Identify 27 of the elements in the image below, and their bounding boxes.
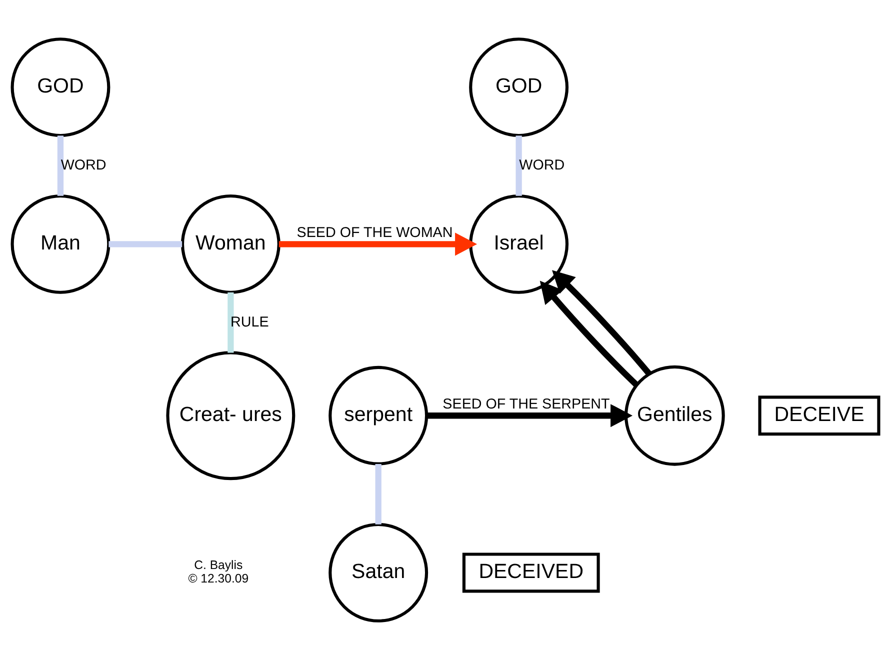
edge-label: WORD: [519, 158, 565, 174]
connector: [57, 136, 64, 196]
node-circle: Gentiles: [624, 365, 725, 466]
edge-label: WORD: [60, 158, 106, 174]
node-circle: Israel: [469, 194, 569, 294]
edge-label: SEED OF THE WOMAN: [296, 225, 453, 242]
node-circle: Man: [10, 194, 110, 294]
node-circle: GOD: [10, 38, 110, 138]
arrow: [426, 404, 633, 428]
edge-label: RULE: [230, 314, 269, 330]
node-circle: Woman: [180, 194, 280, 294]
node-circle: GOD: [469, 38, 569, 138]
arrow: [540, 280, 639, 388]
arrow: [552, 270, 652, 376]
connector: [228, 292, 234, 353]
edge-label: SEED OF THE SERPENT: [442, 396, 610, 413]
node-box: DECEIVE: [758, 396, 880, 436]
label: C. Baylis: [194, 558, 243, 572]
connector: [108, 241, 182, 248]
connector: [516, 136, 522, 196]
node-circle: Satan: [328, 522, 428, 622]
label: © 12.30.09: [188, 572, 249, 586]
node-circle: serpent: [328, 366, 428, 466]
connector: [375, 464, 382, 524]
node-box: DECEIVED: [462, 552, 600, 593]
arrow: [278, 232, 478, 256]
node-circle: Creat- ures: [166, 351, 296, 480]
